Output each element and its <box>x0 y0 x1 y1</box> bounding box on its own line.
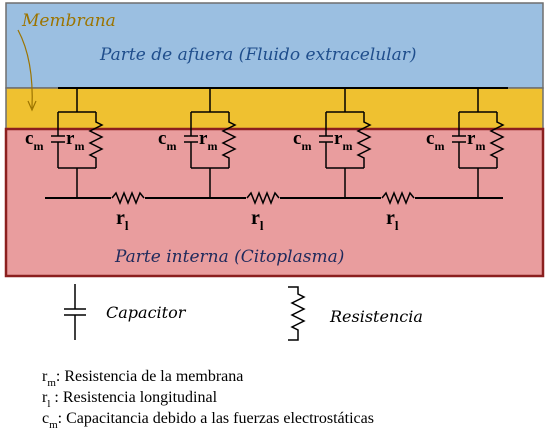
rl-gap-3 <box>381 193 415 203</box>
rm-label: rm <box>66 128 84 153</box>
definition-cm: cm: Capacitancia debido a las fuerzas el… <box>42 410 374 431</box>
rl-gap-2 <box>246 193 280 203</box>
cm-label: cm <box>158 128 176 153</box>
rc-unit-1-membrane-resistor <box>88 112 104 168</box>
longitudinal-resistor-3 <box>381 190 415 206</box>
rc-unit-3-membrane-resistor <box>356 112 372 168</box>
outside-label: Parte de afuera (Fluido extracelular) <box>99 45 417 65</box>
rm-label: rm <box>467 128 485 153</box>
membrane-pointer-head <box>27 100 37 112</box>
definitions-list: rm: Resistencia de la membrana rl : Resi… <box>42 368 374 431</box>
membrane-pointer-arrow <box>17 29 33 109</box>
outside-region <box>5 2 544 89</box>
capacitor-key-symbol <box>64 284 86 340</box>
definition-rl: rl : Resistencia longitudinal <box>42 389 218 410</box>
rl-label: rl <box>251 207 264 233</box>
cm-label: cm <box>25 128 43 153</box>
rl-gap-1 <box>111 193 145 203</box>
rm-label: rm <box>199 128 217 153</box>
resistor-key-symbol <box>288 286 306 341</box>
cm-label: cm <box>293 128 311 153</box>
longitudinal-resistor-1 <box>111 190 145 206</box>
membrane-layer <box>5 87 544 130</box>
capacitor-key-label: Capacitor <box>106 303 187 322</box>
membrane-label: Membrana <box>21 11 116 31</box>
cm-label: cm <box>426 128 444 153</box>
rc-unit-4-membrane-resistor <box>489 112 505 168</box>
rl-label: rl <box>116 207 129 233</box>
rc-unit-2-membrane-resistor <box>221 112 237 168</box>
rl-label: rl <box>386 207 399 233</box>
resistor-key-label: Resistencia <box>329 307 423 326</box>
longitudinal-resistor-2 <box>246 190 280 206</box>
definition-rm: rm: Resistencia de la membrana <box>42 368 243 389</box>
inside-label: Parte interna (Citoplasma) <box>114 247 344 267</box>
rm-label: rm <box>334 128 352 153</box>
